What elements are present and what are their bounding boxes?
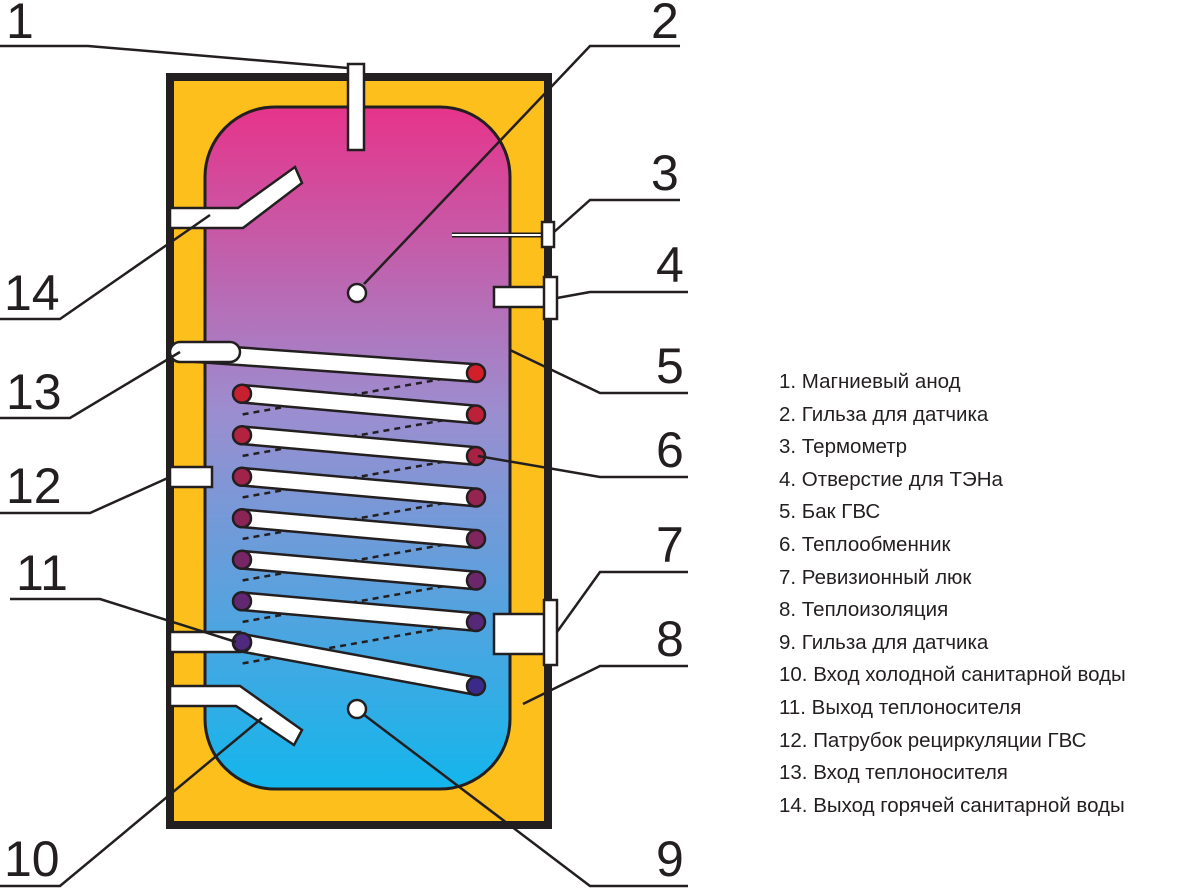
legend-item-9: 9. Гильза для датчика <box>779 630 989 654</box>
callout-14: 14 <box>4 265 60 321</box>
coil-end-cap <box>465 362 487 384</box>
coil-end-cap <box>465 404 487 425</box>
coil-back-run <box>241 496 477 541</box>
legend-item-12: 12. Патрубок рециркуляции ГВС <box>779 728 1087 752</box>
heat-exchanger-coil <box>168 340 487 697</box>
callout-3: 3 <box>651 145 679 201</box>
legend-item-8: 8. Теплоизоляция <box>779 598 949 622</box>
legend-item-2: 2. Гильза для датчика <box>779 402 989 426</box>
callout-5: 5 <box>656 338 684 394</box>
coil-end-cap <box>231 591 253 612</box>
cold-water-inlet-pipe <box>168 684 304 747</box>
heating-element-port <box>492 275 559 321</box>
coil-end-cap <box>465 611 487 633</box>
coil-end-cap <box>231 425 253 446</box>
thermometer <box>452 220 556 249</box>
callout-11: 11 <box>16 545 68 601</box>
coil-end-cap <box>231 549 253 570</box>
heat-carrier-outlet-pipe <box>168 630 242 654</box>
coil-end-cap <box>465 675 487 697</box>
coil-front-run <box>234 552 484 588</box>
coil-back-run <box>241 371 477 416</box>
coil-back-run <box>241 413 477 458</box>
hot-water-outlet-pipe <box>168 165 304 230</box>
coil-front-run <box>234 510 484 547</box>
callout-7: 7 <box>656 517 684 573</box>
coil-back-run <box>241 579 477 624</box>
coil-end-cap <box>231 508 253 529</box>
legend-item-11: 11. Выход теплоносителя <box>779 695 1022 719</box>
callout-6: 6 <box>656 422 684 478</box>
coil-back-run <box>241 537 477 582</box>
legend-item-6: 6. Теплообменник <box>779 532 951 556</box>
callout-13: 13 <box>6 364 62 420</box>
callout-2: 2 <box>651 0 679 49</box>
coil-back-run <box>241 454 477 499</box>
coil-front-run <box>234 593 484 630</box>
coil-front-run <box>234 427 484 464</box>
legend-item-7: 7. Ревизионный люк <box>779 565 972 589</box>
callout-numbers: 1 2 3 4 5 6 7 8 9 10 11 12 13 14 <box>4 0 684 887</box>
legend-item-14: 14. Выход горячей санитарной воды <box>779 793 1125 817</box>
coil-end-cap <box>465 528 487 550</box>
legend-item-1: 1. Магниевый анод <box>779 370 961 393</box>
legend-item-3: 3. Термометр <box>779 435 908 459</box>
coil-end-cap <box>231 383 253 404</box>
coil-end-cap <box>465 570 487 591</box>
legend-item-4: 4. Отверстие для ТЭНа <box>779 467 1003 491</box>
callout-1: 1 <box>6 0 34 49</box>
legend-list: 1. Магниевый анод 2. Гильза для датчика … <box>779 366 1126 822</box>
inspection-hatch <box>492 598 559 667</box>
recirculation-nozzle <box>168 465 214 489</box>
coil-front-run <box>234 386 484 422</box>
callout-8: 8 <box>656 611 684 667</box>
callout-10: 10 <box>4 831 60 887</box>
coil-front-run <box>234 635 484 694</box>
legend-item-13: 13. Вход теплоносителя <box>779 761 1008 785</box>
legend-item-5: 5. Бак ГВС <box>779 500 881 524</box>
sensor-sleeve-top <box>346 282 368 304</box>
coil-end-cap <box>465 487 487 508</box>
heat-carrier-inlet-pipe <box>168 340 242 364</box>
legend-item-10: 10. Вход холодной санитарной воды <box>779 663 1126 687</box>
leader-lines <box>0 44 688 888</box>
callout-4: 4 <box>656 237 684 293</box>
sensor-sleeve-bottom <box>346 698 368 720</box>
magnesium-anode <box>346 62 366 152</box>
coil-front-run <box>234 469 484 505</box>
callout-9: 9 <box>656 831 684 887</box>
coil-end-cap <box>231 466 253 487</box>
callout-12: 12 <box>6 458 62 514</box>
